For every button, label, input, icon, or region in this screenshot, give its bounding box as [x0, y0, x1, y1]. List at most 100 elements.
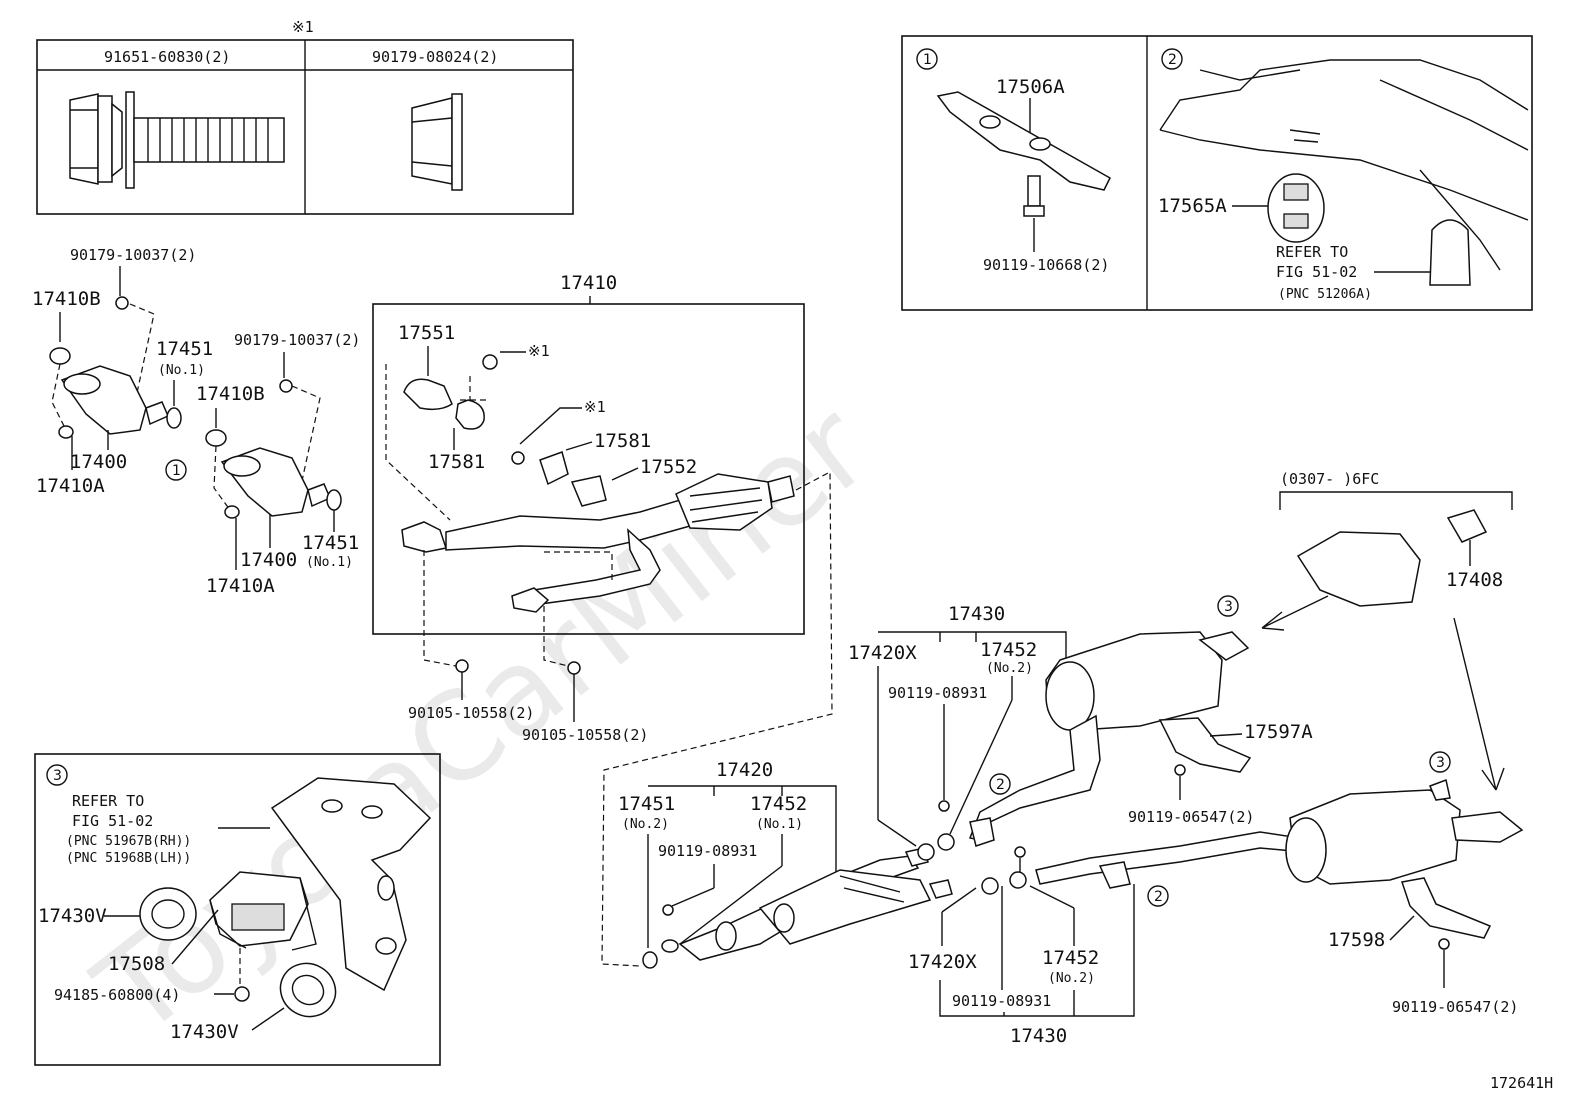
hanger-17565a-icon — [1267, 173, 1325, 243]
table-col2-part: 90179-08024(2) — [372, 48, 498, 66]
detail1-circle: 1 — [923, 52, 932, 68]
center-pipe-title: 17420 — [716, 759, 773, 781]
detail2-refer1: REFER TO — [1276, 243, 1348, 261]
center-pipe-group: 17420 17451 (No.2) 17452 (No.1) 90119-08… — [618, 759, 953, 969]
gasket-451b-no: (No.1) — [306, 555, 353, 570]
tail-upper-title: 17430 — [948, 603, 1005, 625]
tail-lower-circle3: 3 — [1436, 755, 1445, 771]
gasket-a2-label: 17410A — [206, 575, 275, 597]
nut-top-label: 90179-10037(2) — [70, 246, 196, 264]
gasket-451a-no: (No.1) — [158, 363, 205, 378]
center-gasket-452-label: 17452 — [750, 793, 807, 815]
bracket-17581-b-icon — [539, 451, 569, 486]
tail-upper-ring-label: 17420X — [848, 642, 917, 664]
tip-group: (0307- )6FC 17408 — [1261, 470, 1513, 791]
gasket-a1-label: 17410A — [36, 475, 105, 497]
tip-part-label: 17408 — [1446, 569, 1503, 591]
tail-upper-gasket-no: (No.2) — [986, 661, 1033, 676]
gasket-17430v-b-icon — [279, 962, 337, 1018]
body-frame-icon — [1159, 59, 1529, 286]
detail3-refer2: FIG 51-02 — [72, 812, 153, 830]
bracket-51967b-icon — [270, 777, 432, 992]
converter-1-label: 17400 — [70, 451, 127, 473]
detail1-bolt-label: 90119-10668(2) — [983, 256, 1109, 274]
tail-lower-pipe-icon — [1035, 778, 1524, 889]
tail-lower-gasket-no: (No.2) — [1048, 971, 1095, 986]
detail2-refer2: FIG 51-02 — [1276, 263, 1357, 281]
hanger-17508-icon — [209, 871, 317, 951]
front-bolt-2-label: 90105-10558(2) — [522, 726, 648, 744]
muffler-upper-icon — [968, 631, 1250, 847]
detail-box-3: 3 REFER TO FIG 51-02 (PNC 51967B(RH)) (P… — [34, 753, 441, 1066]
converter-2-label: 17400 — [240, 549, 297, 571]
detail1-bracket-label: 17506A — [996, 76, 1065, 98]
center-pipe-icon — [678, 847, 953, 961]
bracket-17552-label: 17552 — [640, 456, 697, 478]
tail-lower-ring-label: 17420X — [908, 951, 977, 973]
front-pipe-title: 17410 — [560, 272, 617, 294]
front-pipe-icon — [401, 473, 795, 613]
bracket-17552-icon — [570, 475, 607, 507]
front-bolt-1-label: 90105-10558(2) — [408, 704, 534, 722]
center-gasket-452-no: (No.1) — [756, 817, 803, 832]
detail2-circle: 2 — [1168, 52, 1177, 68]
gasket-451a-label: 17451 — [156, 338, 213, 360]
left-converters: 90179-10037(2) 17410B 17451 (No.1) 17400… — [32, 246, 360, 597]
tip-range-label: (0307- )6FC — [1280, 470, 1379, 488]
tail-lower-title: 17430 — [1010, 1025, 1067, 1047]
bolt-icon — [69, 91, 285, 189]
tail-lower-group: 2 3 17598 90119-06547(2) 17420X 90119-08… — [908, 751, 1524, 1047]
detail3-refer1: REFER TO — [72, 792, 144, 810]
insulator-17598-label: 17598 — [1328, 929, 1385, 951]
arrow-to-lower-icon — [1453, 617, 1505, 791]
tail-upper-circle2: 2 — [996, 777, 1005, 793]
insulator-17551-icon — [403, 378, 453, 411]
gasket-17430v-b-label: 17430V — [170, 1021, 239, 1043]
detail2-hanger-label: 17565A — [1158, 195, 1227, 217]
tail-upper-group: 17430 17420X 17452 (No.2) 90119-08931 2 … — [848, 595, 1313, 861]
tail-upper-gasket-label: 17452 — [980, 639, 1037, 661]
tail-upper-bolt-label: 90119-08931 — [888, 684, 987, 702]
insulator-17551-label: 17551 — [398, 322, 455, 344]
tail-lower-bolt-label: 90119-08931 — [952, 992, 1051, 1010]
tail-upper-circle3: 3 — [1224, 599, 1233, 615]
gasket-451b-label: 17451 — [302, 532, 359, 554]
center-gasket-451-no: (No.2) — [622, 817, 669, 832]
arrow-to-upper-icon — [1261, 595, 1329, 631]
converter-17400-a-icon — [60, 365, 169, 435]
bracket-17506a-icon — [936, 91, 1111, 191]
insulator-17597a-label: 17597A — [1244, 721, 1313, 743]
tail-lower-gasket-label: 17452 — [1042, 947, 1099, 969]
converter-17400-b-icon — [220, 447, 331, 517]
nut-mid-label: 90179-10037(2) — [234, 331, 360, 349]
fastener-table: ※1 91651-60830(2) 90179-08024(2) — [36, 18, 574, 215]
note-ref-2: ※1 — [584, 398, 606, 416]
detail3-pnc-lh: (PNC 51968B(LH)) — [66, 851, 191, 866]
detail2-refer3: (PNC 51206A) — [1278, 287, 1372, 302]
detail3-nut-label: 94185-60800(4) — [54, 986, 180, 1004]
detail3-circle: 3 — [53, 768, 62, 784]
tail-upper-insul-bolt-label: 90119-06547(2) — [1128, 808, 1254, 826]
diagram-id: 172641H — [1490, 1074, 1553, 1092]
gasket-17430v-a-label: 17430V — [38, 905, 107, 927]
detail-box-1-2: 1 17506A 90119-10668(2) 2 17565A REFER T… — [901, 35, 1533, 311]
hanger-17508-label: 17508 — [108, 953, 165, 975]
gasket-b2-label: 17410B — [196, 383, 265, 405]
table-col1-part: 91651-60830(2) — [104, 48, 230, 66]
table-note-ref: ※1 — [292, 18, 314, 36]
front-pipe-group: 17410 17551 ※1 17581 ※1 17581 17552 — [372, 272, 833, 967]
bracket-17581-a-label: 17581 — [428, 451, 485, 473]
gasket-17430v-a-icon — [139, 887, 197, 941]
detail3-pnc-rh: (PNC 51967B(RH)) — [66, 834, 191, 849]
note-ref-1: ※1 — [528, 342, 550, 360]
muffler-shadow-icon — [1296, 531, 1421, 607]
tail-tip-17408-icon — [1446, 509, 1488, 543]
left-circle: 1 — [172, 463, 181, 479]
insulator-17597a-icon — [1158, 717, 1252, 773]
center-bolt-label: 90119-08931 — [658, 842, 757, 860]
bracket-17581-a-icon — [455, 399, 485, 430]
bracket-17581-b-label: 17581 — [594, 430, 651, 452]
center-gasket-451-label: 17451 — [618, 793, 675, 815]
insulator-17598-icon — [1401, 877, 1492, 939]
